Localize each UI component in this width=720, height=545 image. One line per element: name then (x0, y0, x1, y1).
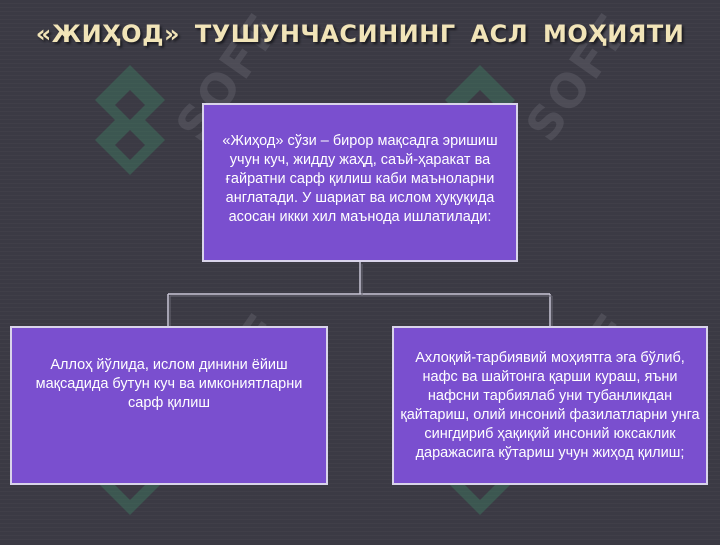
definition-text: «Жиҳод» сўзи – бирор мақсадга эришиш учу… (222, 133, 498, 225)
meaning-religious-text: Аллоҳ йўлида, ислом динини ёйиш мақсадид… (35, 357, 303, 411)
definition-box: «Жиҳод» сўзи – бирор мақсадга эришиш учу… (202, 103, 518, 262)
meaning-moral-text: Ахлоқий-тарбиявий моҳиятга эга бўлиб, на… (400, 349, 700, 461)
meaning-box-moral: Ахлоқий-тарбиявий моҳиятга эга бўлиб, на… (392, 326, 708, 485)
slide-title: «ЖИҲОД» ТУШУНЧАСИНИНГ АСЛ МОҲИЯТИ (35, 20, 685, 48)
meaning-box-religious: Аллоҳ йўлида, ислом динини ёйиш мақсадид… (10, 326, 328, 485)
